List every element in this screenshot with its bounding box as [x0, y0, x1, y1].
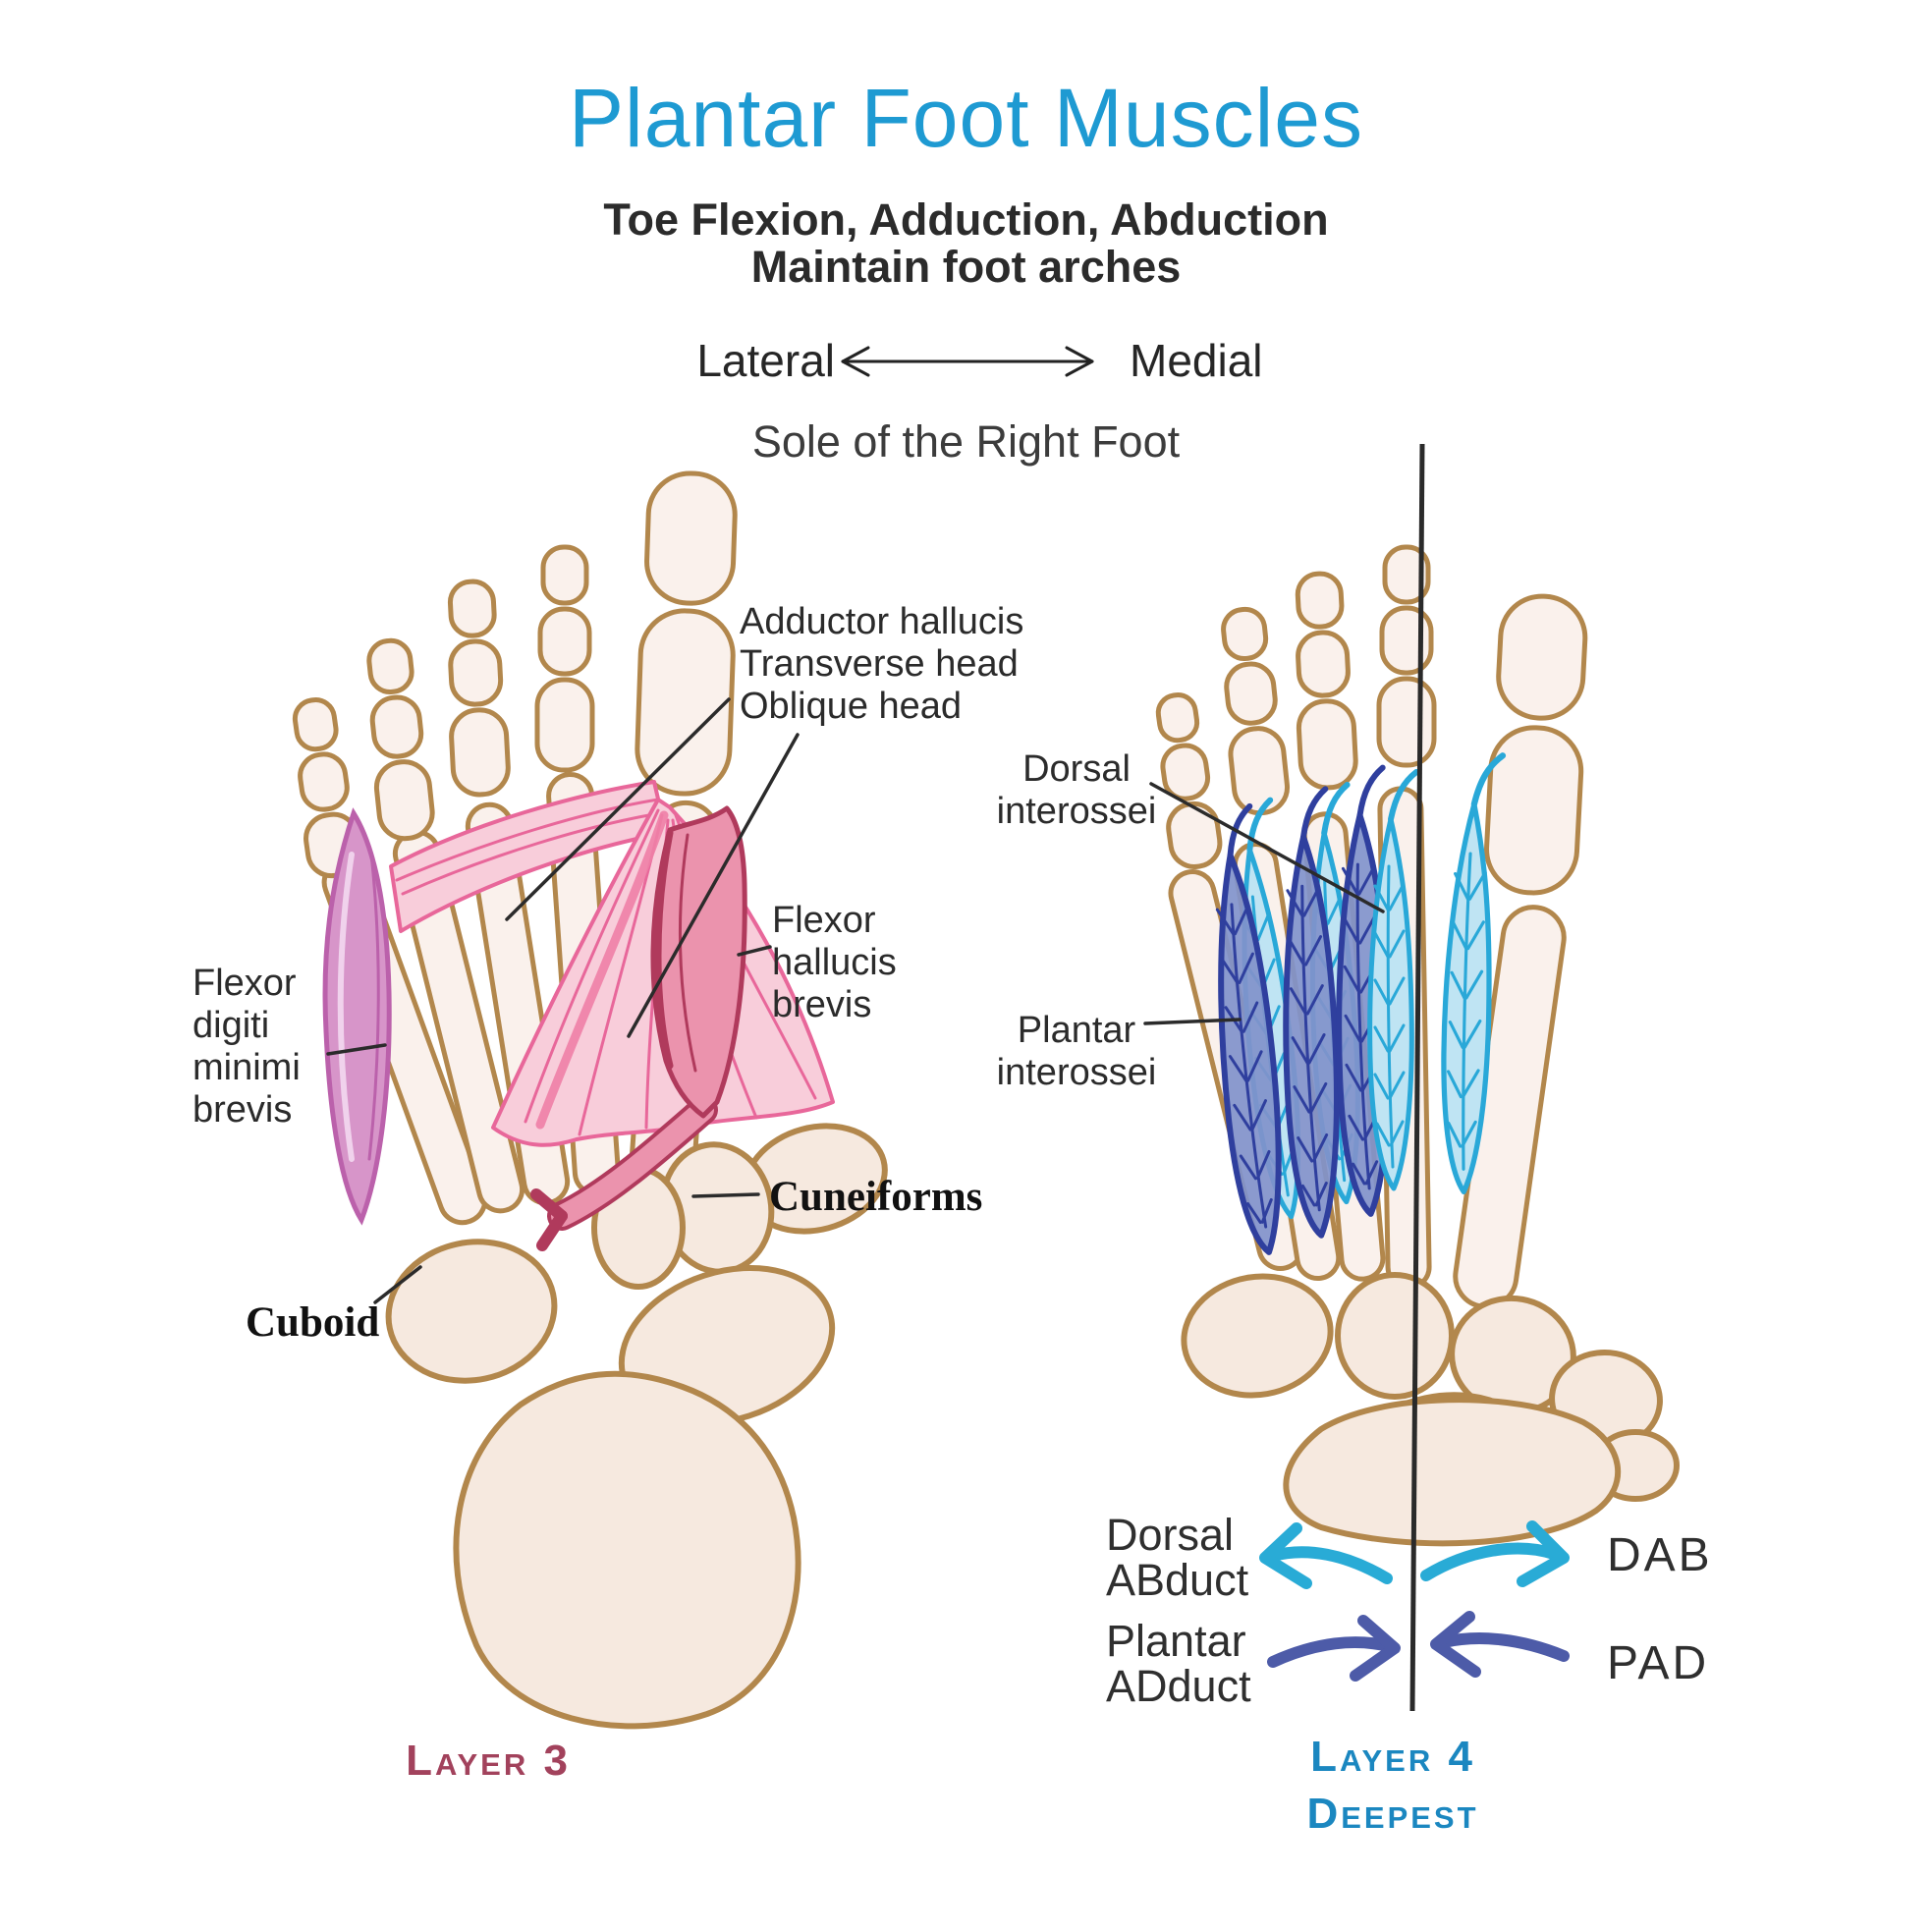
plantar-adduct-line-2: ADduct: [1106, 1661, 1251, 1711]
calcaneus-bone: [453, 1370, 801, 1730]
adductor-label-line-1: Adductor hallucis: [740, 601, 1024, 642]
subtitle-line-1: Toe Flexion, Adduction, Abduction: [603, 194, 1329, 245]
dorsal-abduct-label: Dorsal ABduct: [1106, 1513, 1248, 1603]
fdmb-label-line-2: digiti: [193, 1005, 270, 1046]
layer-3-caption: Layer 3: [406, 1737, 571, 1785]
fdmb-label-line-4: brevis: [193, 1089, 293, 1131]
left-foot-tarsals: [385, 1123, 888, 1730]
adductor-label-line-3: Oblique head: [740, 686, 963, 727]
deepest-caption: Deepest: [1306, 1790, 1479, 1838]
cuboid-label: Cuboid: [246, 1299, 380, 1346]
flexor-hallucis-brevis-label: Flexor hallucis brevis: [772, 900, 897, 1026]
plantar-adduct-label: Plantar ADduct: [1106, 1619, 1251, 1709]
adductor-label-line-2: Transverse head: [740, 643, 1019, 685]
layer-4-caption: Layer 4: [1310, 1733, 1475, 1781]
flexor-digiti-minimi-brevis-muscle: [322, 807, 392, 1226]
flexor-digiti-minimi-brevis-label: Flexor digiti minimi brevis: [193, 963, 301, 1132]
fhb-label-line-3: brevis: [772, 984, 872, 1025]
pad-abbreviation: PAD: [1607, 1637, 1710, 1689]
dorsal-interossei-label: Dorsal interossei: [968, 748, 1185, 833]
dab-abbreviation: DAB: [1607, 1529, 1713, 1581]
fhb-label-line-1: Flexor: [772, 900, 876, 941]
cuneiforms-label: Cuneiforms: [769, 1174, 983, 1220]
dorsal-interossei-line-1: Dorsal: [1022, 748, 1131, 790]
dorsal-abduct-line-1: Dorsal: [1106, 1510, 1235, 1560]
plantar-interossei-label: Plantar interossei: [968, 1010, 1185, 1094]
view-label: Sole of the Right Foot: [751, 416, 1181, 467]
lateral-medial-arrow-icon: [841, 346, 1094, 377]
fhb-label-line-2: hallucis: [772, 942, 897, 983]
page-title: Plantar Foot Muscles: [569, 72, 1363, 164]
dorsal-interossei-line-2: interossei: [996, 791, 1157, 832]
plantar-interossei-line-1: Plantar: [1017, 1010, 1136, 1051]
plantar-interossei-line-2: interossei: [996, 1052, 1157, 1093]
dorsal-abduct-line-2: ABduct: [1106, 1555, 1249, 1605]
right-foot-tarsals: [1181, 1272, 1680, 1547]
fdmb-label-line-1: Flexor: [193, 963, 297, 1004]
interossei-muscles: [1201, 754, 1503, 1255]
plantar-adduct-line-1: Plantar: [1106, 1616, 1246, 1666]
adductor-hallucis-label: Adductor hallucis Transverse head Obliqu…: [740, 601, 1023, 728]
fdmb-label-line-3: minimi: [193, 1047, 301, 1088]
subtitle-line-2: Maintain foot arches: [750, 242, 1182, 292]
cuboid-bone: [385, 1239, 558, 1384]
direction-label-lateral: Lateral: [696, 335, 835, 386]
direction-label-medial: Medial: [1130, 335, 1263, 386]
